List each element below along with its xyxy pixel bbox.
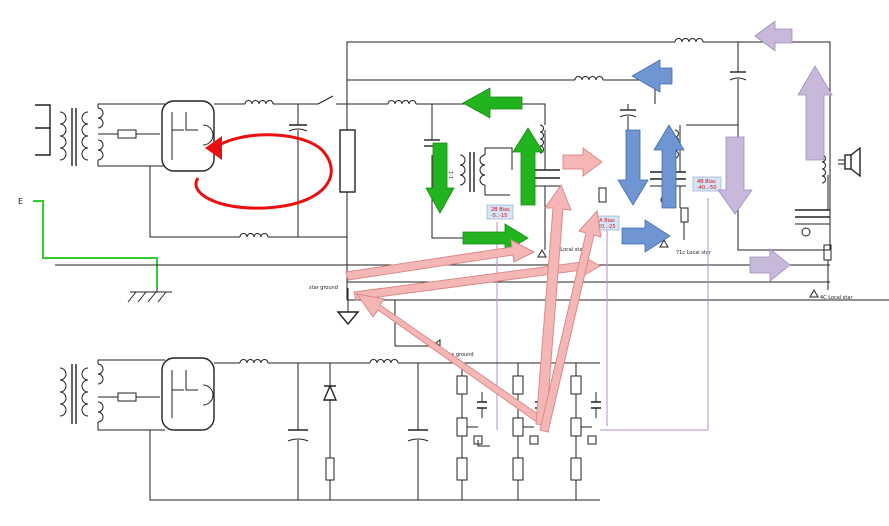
red-loop-arrowhead [205, 136, 222, 160]
bias-tag-1a-title: 1A Bias [596, 218, 615, 224]
transformer-ratio: 1:1 [449, 171, 455, 179]
bias-pot-4b [570, 363, 597, 500]
bias-filter-cap-1 [287, 363, 309, 500]
blue-arrows [617, 59, 685, 253]
rectifier-tube-top [161, 100, 245, 172]
earth-connection: E [18, 197, 172, 303]
output-choke [674, 38, 704, 43]
b-plus-rail [346, 41, 831, 250]
mains-transformer-top [35, 103, 165, 167]
bias-pot-1a [512, 363, 539, 500]
speaker-icon [838, 146, 861, 178]
pink-arrow-up-2 [539, 209, 602, 433]
output-transformer-4c [795, 154, 832, 290]
supply-return-wire [149, 166, 347, 238]
lilac-arrow-up [797, 65, 833, 161]
green-arrow-left [462, 87, 523, 119]
local-star-2c-label: 2C Local star [552, 247, 585, 253]
bias-tag-4b-range: -40..-50 [697, 185, 717, 191]
rectifier-tube-bottom [161, 357, 215, 431]
bypass-cap-right [729, 42, 747, 125]
bias-choke-1 [239, 359, 269, 364]
star-ground-label: star ground [309, 285, 338, 291]
bias-tag-1a-range: -20..-25 [596, 224, 616, 230]
screen-choke [574, 76, 604, 81]
pink-arrows [345, 147, 603, 433]
pink-arrow-to-71c [353, 254, 601, 301]
blue-arrow-up [653, 124, 685, 209]
filter-cap-top [288, 104, 308, 237]
preamp-rail [347, 103, 546, 125]
zener-diode [322, 363, 338, 500]
local-star-2c-symbol [537, 248, 547, 258]
bias-tag-2b: 2B Bias -5..-15 [486, 204, 514, 220]
pink-arrow-from-star [355, 293, 546, 426]
blue-arrow-left [631, 59, 673, 93]
bias-filter-cap-2 [407, 363, 429, 500]
green-arrows [425, 87, 544, 253]
preamp-choke [387, 100, 417, 105]
green-arrow-up [512, 127, 544, 206]
bleeder-resistor [339, 129, 356, 193]
green-arrow-down [425, 142, 455, 214]
blue-arrow-right [621, 219, 671, 253]
local-star-71c-label: 71c Local star [676, 250, 712, 256]
bias-return [149, 430, 600, 501]
local-star-71c-symbol [659, 238, 669, 248]
interstage-transformer: 1:1 [449, 147, 513, 196]
pink-arrow-up-1 [535, 183, 572, 426]
pink-arrow-right-top [562, 147, 603, 177]
bias-tag-4b: 4B Bias -40..-50 [692, 176, 722, 192]
lilac-arrow-left [754, 20, 793, 52]
choke-top [244, 100, 318, 105]
cathode-resistor-1 [598, 187, 607, 203]
red-loop-arrow [194, 133, 333, 210]
standby-switch [317, 95, 347, 105]
choke-return [239, 233, 269, 238]
bias-choke-2 [369, 359, 399, 364]
local-star-4c-label: 4C Local star [820, 295, 853, 301]
local-star-4c-symbol [809, 288, 819, 298]
bias-tag-4b-title: 4B Bias [697, 179, 716, 185]
lilac-arrows [717, 20, 833, 282]
lilac-arrow-right [749, 248, 791, 282]
bias-tag-2b-title: 2B Bias [491, 207, 510, 213]
blue-arrow-down [617, 129, 649, 206]
pink-arrow-to-2b [345, 239, 536, 281]
earth-label: E [18, 197, 23, 206]
bias-ground-label: bias ground [444, 352, 474, 358]
bias-wiring [496, 198, 709, 431]
mains-transformer-bottom [59, 359, 165, 431]
bias-tag-2b-range: -5..-15 [491, 213, 507, 219]
lilac-arrow-down [717, 136, 753, 215]
